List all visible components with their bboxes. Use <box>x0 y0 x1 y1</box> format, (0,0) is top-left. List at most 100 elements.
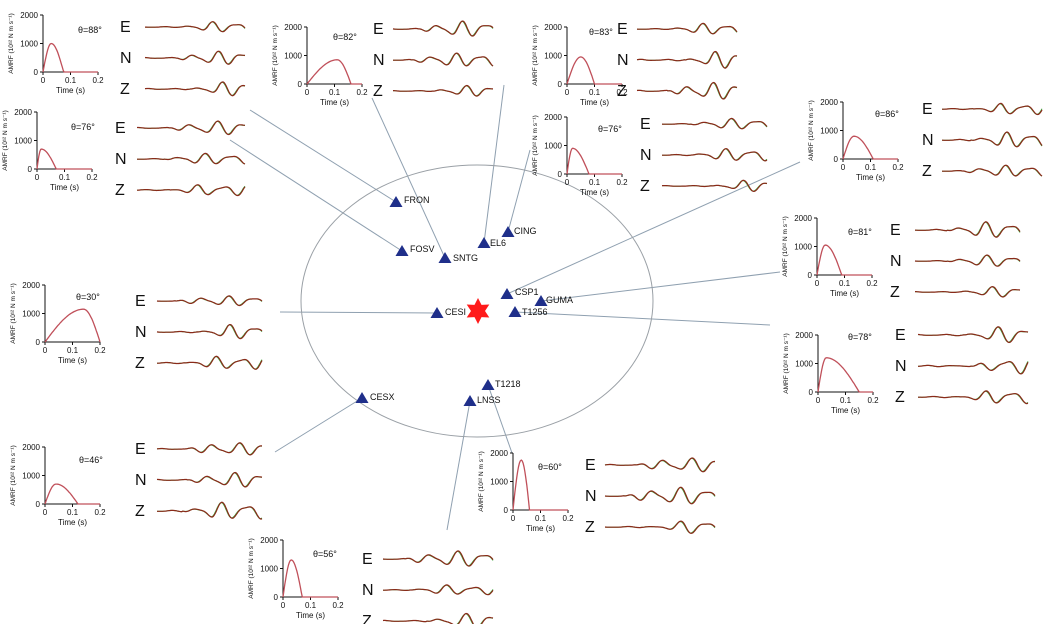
observed-trace <box>914 221 1021 238</box>
station-t1218: T1218 <box>481 379 521 390</box>
x-tick-label: 0.1 <box>59 173 71 182</box>
observed-trace <box>156 442 262 456</box>
y-tick-label: 2000 <box>794 214 812 223</box>
station-triangle-icon <box>395 245 409 256</box>
y-tick-label: 0 <box>834 155 839 164</box>
observed-trace <box>392 20 494 37</box>
observed-trace <box>661 117 768 130</box>
x-axis-label: Time (s) <box>56 86 85 95</box>
y-axis-label: AMRF (10¹² N m s⁻¹) <box>783 333 790 393</box>
stf-curve <box>566 147 622 175</box>
y-tick-label: 2000 <box>544 23 562 32</box>
y-tick-label: 1000 <box>22 310 40 319</box>
synthetic-trace <box>918 390 1029 404</box>
observed-trace <box>393 84 493 97</box>
x-tick-label: 0.1 <box>589 88 601 97</box>
y-tick-label: 2000 <box>284 23 302 32</box>
component-label-n: N <box>115 151 127 168</box>
component-label-e: E <box>640 116 651 133</box>
x-tick-label: 0 <box>43 346 48 355</box>
y-axis-label: AMRF (10¹² N m s⁻¹) <box>10 283 17 343</box>
x-tick-label: 0.1 <box>67 508 79 517</box>
y-tick-label: 0 <box>504 506 509 515</box>
x-axis-label: Time (s) <box>580 98 609 107</box>
y-tick-label: 0 <box>808 271 813 280</box>
y-tick-label: 2000 <box>490 449 508 458</box>
component-label-n: N <box>135 324 147 341</box>
theta-label: θ=82° <box>333 32 357 42</box>
component-label-n: N <box>120 50 132 67</box>
stf-curve <box>36 148 92 170</box>
station-cing: CING <box>501 226 537 237</box>
station-triangle-icon <box>355 392 369 403</box>
y-axis-label: AMRF (10¹² N m s⁻¹) <box>10 445 17 505</box>
observed-trace <box>604 457 716 473</box>
station-label: CSP1 <box>515 287 539 297</box>
x-tick-label: 0.2 <box>94 346 106 355</box>
station-link-line <box>274 397 363 453</box>
station-link-line <box>249 109 397 203</box>
y-tick-label: 0 <box>274 593 279 602</box>
x-tick-label: 0.2 <box>892 163 904 172</box>
x-tick-label: 0.1 <box>65 76 77 85</box>
observed-trace <box>604 520 716 535</box>
station-link-line <box>483 84 505 244</box>
epicenter-star-icon <box>466 298 490 324</box>
observed-trace <box>156 471 263 488</box>
stf-curve <box>817 357 873 393</box>
x-tick-label: 0 <box>565 88 570 97</box>
synthetic-trace <box>917 361 1029 375</box>
station-link-line <box>514 311 771 326</box>
station-triangle-icon <box>389 196 403 207</box>
theta-label: θ=81° <box>848 227 872 237</box>
station-link-line <box>506 161 801 295</box>
x-tick-label: 0.2 <box>866 279 878 288</box>
y-axis-label: AMRF (10¹² N m s⁻¹) <box>8 13 15 73</box>
stf-curve <box>816 244 872 276</box>
y-tick-label: 1000 <box>490 478 508 487</box>
y-tick-label: 2000 <box>795 331 813 340</box>
component-label-n: N <box>362 582 374 599</box>
stf-curve <box>44 483 100 505</box>
observed-trace <box>604 486 716 505</box>
x-tick-label: 0.1 <box>839 279 851 288</box>
observed-trace <box>382 550 494 567</box>
station-lnss: LNSS <box>463 395 501 406</box>
observed-trace <box>915 285 1021 298</box>
component-label-z: Z <box>115 182 125 199</box>
theta-label: θ=46° <box>79 455 103 465</box>
x-tick-label: 0.1 <box>67 346 79 355</box>
component-label-z: Z <box>120 81 130 98</box>
observed-trace <box>156 324 263 340</box>
y-tick-label: 0 <box>34 68 39 77</box>
y-tick-label: 0 <box>28 165 33 174</box>
x-axis-label: Time (s) <box>580 188 609 197</box>
station-triangle-icon <box>438 252 452 263</box>
observed-trace <box>144 81 246 97</box>
station-label: SNTG <box>453 253 478 263</box>
x-axis-label: Time (s) <box>296 611 325 620</box>
station-label: CESX <box>370 392 395 402</box>
plot-axes <box>817 335 873 393</box>
y-axis-label: AMRF (10¹² N m s⁻¹) <box>808 100 815 160</box>
observed-trace <box>157 355 263 370</box>
station-link-line <box>446 400 471 531</box>
y-tick-label: 0 <box>36 500 41 509</box>
y-tick-label: 1000 <box>14 137 32 146</box>
station-csp1: CSP1 <box>500 287 539 299</box>
station-el6: EL6 <box>477 237 506 248</box>
station-link-line <box>487 384 513 454</box>
y-axis-label: AMRF (10¹² N m s⁻¹) <box>532 25 539 85</box>
observed-trace <box>382 612 494 624</box>
component-label-z: Z <box>362 613 372 624</box>
observed-trace <box>145 21 246 33</box>
station-ring <box>300 164 654 438</box>
component-label-e: E <box>890 222 901 239</box>
x-tick-label: 0.1 <box>589 178 601 187</box>
